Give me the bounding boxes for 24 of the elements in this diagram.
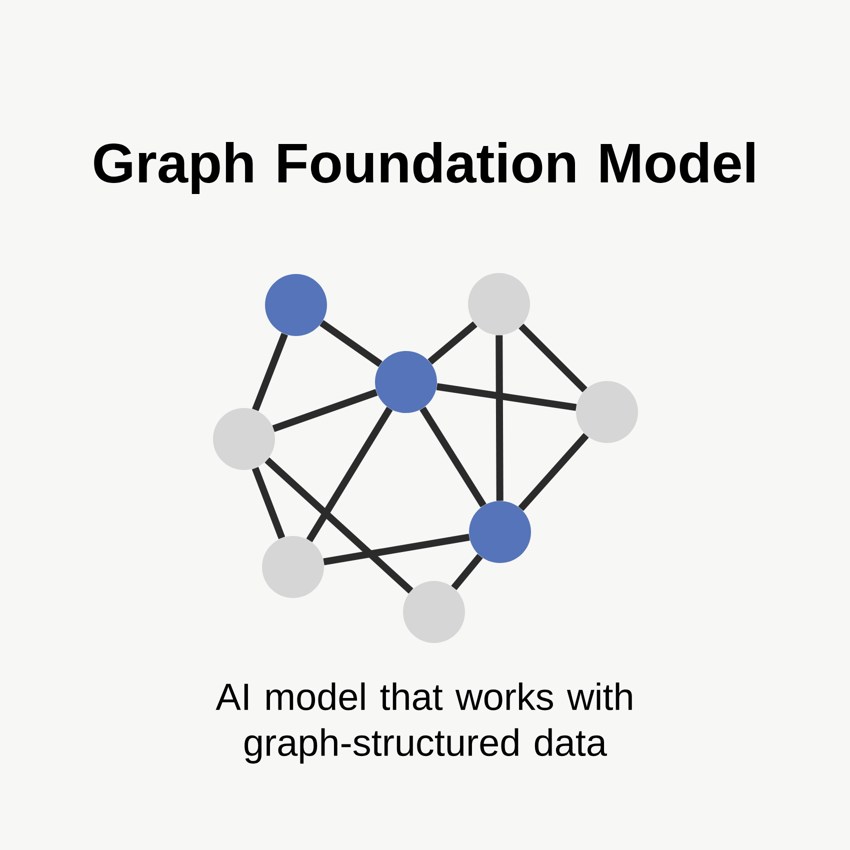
graph-node-circle — [213, 408, 275, 470]
graph-node-circle — [576, 381, 638, 443]
edge-line — [428, 321, 478, 365]
graph-node-circle — [265, 274, 327, 336]
graph-node-circle — [468, 273, 530, 335]
edge-line — [320, 320, 382, 367]
edge-line — [323, 534, 470, 566]
graph-node-circle — [375, 351, 437, 413]
title: Graph Foundation Model — [94, 142, 754, 194]
edge-line — [420, 406, 486, 508]
edge-line — [272, 389, 378, 432]
graph-node-circle — [469, 501, 531, 563]
edge-line — [264, 457, 414, 594]
caption: AI model that works with graph-structured data — [216, 682, 632, 764]
edge-line — [518, 324, 588, 392]
edge-line — [306, 406, 393, 542]
edge-line — [451, 554, 483, 590]
edge-line — [518, 432, 589, 512]
graph-node-circle — [262, 536, 324, 598]
edge-line — [252, 466, 286, 540]
edge-line — [436, 383, 577, 411]
graph-node-circle — [403, 581, 465, 643]
edge-line — [252, 332, 288, 412]
edge-line — [496, 335, 504, 501]
